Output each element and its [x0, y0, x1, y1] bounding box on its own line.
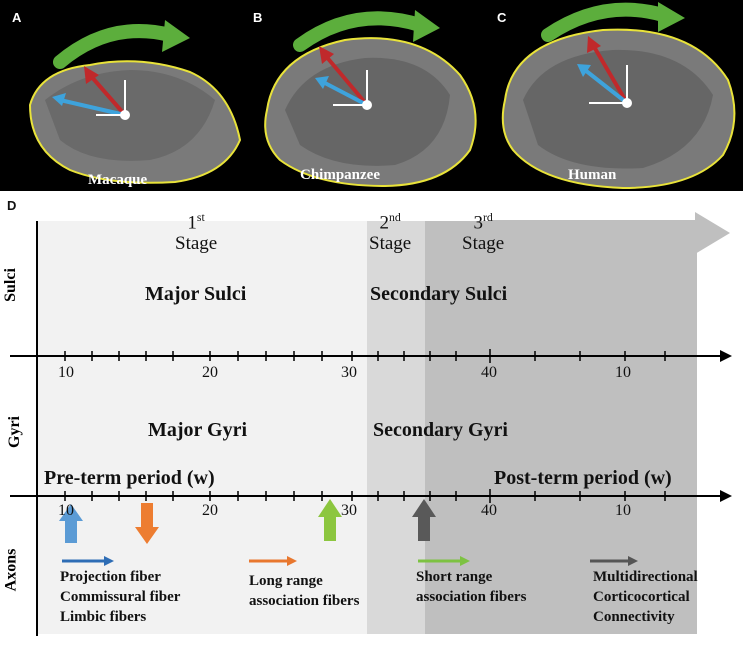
- species-label-macaque: Macaque: [88, 172, 148, 188]
- stage-3-suffix: rd: [482, 211, 493, 224]
- panel-macaque: A Macaque: [0, 0, 245, 191]
- legend-short-range-line-2: association fibers: [416, 589, 527, 605]
- legend-projection-line-2: Commissural fiber: [60, 589, 181, 605]
- legend-arrow-short-range: [418, 556, 470, 566]
- stage-3-label: 3rd Stage: [462, 207, 504, 254]
- chimpanzee-brain-illustration: [264, 10, 477, 188]
- major-sulci-label: Major Sulci: [145, 283, 247, 305]
- stage-1-word: Stage: [175, 233, 218, 255]
- stage-3-ordinal: 3: [473, 212, 483, 234]
- upper-tick-10b: 10: [615, 364, 631, 381]
- human-brain-illustration: [501, 2, 736, 190]
- major-gyri-label: Major Gyri: [148, 419, 248, 441]
- legend-long-range-text: Long range association fibers: [249, 571, 359, 611]
- panel-letter-c: C: [497, 10, 507, 25]
- legend-short-range-line-1: Short range: [416, 569, 493, 585]
- panel-letter-a: A: [12, 10, 22, 25]
- lower-ticks: [64, 489, 666, 503]
- progress-arrow-body: [490, 220, 695, 246]
- upper-ticks: [64, 349, 666, 363]
- legend-multidirectional-text: Multidirectional Corticocortical Connect…: [593, 567, 698, 627]
- lower-tick-30: 30: [341, 502, 357, 519]
- legend-arrow-projection: [62, 556, 114, 566]
- secondary-sulci-label: Secondary Sulci: [370, 283, 508, 305]
- grey-fiber-up-arrow: [412, 499, 436, 541]
- upper-tick-30: 30: [341, 364, 357, 381]
- lower-tick-10: 10: [58, 502, 74, 519]
- upper-tick-20: 20: [202, 364, 218, 381]
- row-label-axons: Axons: [2, 548, 20, 592]
- panel-human: C Human: [493, 0, 743, 191]
- stage-2-region: [367, 221, 425, 634]
- stage-2-word: Stage: [369, 233, 412, 255]
- development-timeline: D 1st Stage 2nd Stage 3rd Stage Sulci Gy…: [0, 191, 743, 658]
- upper-axis-arrowhead: [720, 350, 732, 362]
- stage-2-ordinal: 2: [379, 212, 389, 234]
- lower-tick-20: 20: [202, 502, 218, 519]
- stage-3-region: [425, 221, 697, 634]
- legend-arrow-multidirectional: [590, 556, 638, 566]
- stage-3-word: Stage: [462, 233, 505, 255]
- lower-tick-40: 40: [481, 502, 497, 519]
- stage-1-label: 1st Stage: [175, 207, 217, 254]
- legend-multidirectional-line-2: Corticocortical: [593, 589, 690, 605]
- panel-chimpanzee: B Chimpanzee: [245, 0, 493, 191]
- species-label-chimpanzee: Chimpanzee: [300, 167, 380, 183]
- legend-short-range-text: Short range association fibers: [416, 567, 526, 607]
- legend-multidirectional-line-1: Multidirectional: [593, 569, 698, 585]
- stage-1-ordinal: 1: [187, 212, 197, 234]
- pre-term-period-label: Pre-term period (w): [44, 467, 215, 489]
- legend-projection-line-1: Projection fiber: [60, 569, 161, 585]
- panel-letter-d: D: [7, 198, 17, 213]
- green-fiber-up-arrow: [318, 499, 342, 541]
- progress-arrow-head: [695, 212, 730, 254]
- species-label-human: Human: [568, 167, 617, 183]
- lower-tick-10b: 10: [615, 502, 631, 519]
- blue-fiber-up-arrow: [59, 504, 83, 543]
- upper-tick-10: 10: [58, 364, 74, 381]
- orange-fiber-down-arrow: [135, 503, 159, 544]
- legend-multidirectional-line-3: Connectivity: [593, 609, 675, 625]
- secondary-gyri-label: Secondary Gyri: [373, 419, 508, 441]
- brain-images-panel: A Macaque B: [0, 0, 743, 191]
- post-term-period-label: Post-term period (w): [494, 467, 672, 489]
- stage-2-label: 2nd Stage: [369, 207, 411, 254]
- stage-1-suffix: st: [196, 211, 205, 224]
- legend-arrow-long-range: [249, 556, 297, 566]
- row-label-gyri: Gyri: [6, 416, 23, 448]
- macaque-brain-illustration: [28, 20, 242, 184]
- row-label-sulci: Sulci: [1, 268, 19, 302]
- legend-long-range-line-2: association fibers: [249, 593, 360, 609]
- panel-letter-b: B: [253, 10, 263, 25]
- upper-tick-40: 40: [481, 364, 497, 381]
- legend-projection-line-3: Limbic fibers: [60, 609, 147, 625]
- legend-long-range-line-1: Long range: [249, 573, 323, 589]
- lower-axis-arrowhead: [720, 490, 732, 502]
- timeline-graphics: [10, 212, 732, 636]
- stage-1-region: [37, 221, 367, 634]
- stage-2-suffix: nd: [388, 211, 401, 224]
- legend-projection-text: Projection fiber Commissural fiber Limbi…: [60, 567, 180, 627]
